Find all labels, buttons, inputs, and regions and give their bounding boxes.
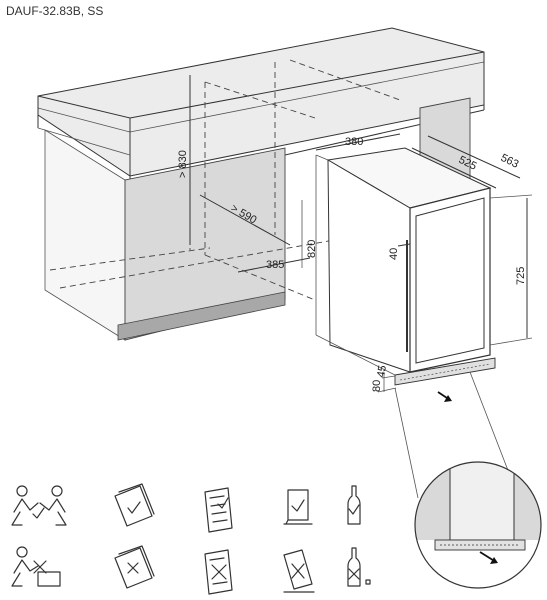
tilted-cross-icon — [283, 549, 315, 593]
dimension-820: 820 — [306, 240, 318, 258]
model-title: DAUF-32.83B, SS — [6, 4, 104, 18]
dimension-380: 380 — [345, 136, 363, 148]
parts-list-check-icon — [204, 487, 233, 533]
dimension-830: > 830 — [177, 150, 189, 178]
dimension-80: 80 — [371, 380, 383, 392]
dimension-40: 40 — [388, 248, 400, 260]
manual-check-icon — [114, 483, 155, 527]
bottle-check-icon — [347, 485, 361, 525]
two-person-carry-icon — [11, 485, 67, 526]
dimension-385: 385 — [266, 259, 284, 271]
one-person-carry-cross-icon — [11, 546, 61, 587]
countertop — [37, 27, 485, 191]
airflow-arrow-icon — [437, 391, 452, 402]
dimension-563: 563 — [499, 152, 521, 171]
dimension-725: 725 — [515, 267, 527, 285]
dimension-lines — [189, 75, 533, 393]
parts-list-cross-icon — [204, 549, 233, 595]
bottle-cross-icon — [347, 547, 371, 587]
zoom-detail — [414, 461, 542, 589]
manual-cross-icon — [114, 545, 155, 589]
wine-cooler — [315, 147, 496, 386]
dimension-45: 45 — [375, 364, 389, 378]
zoom-guide-lines — [394, 371, 515, 499]
upright-check-icon — [283, 489, 313, 525]
